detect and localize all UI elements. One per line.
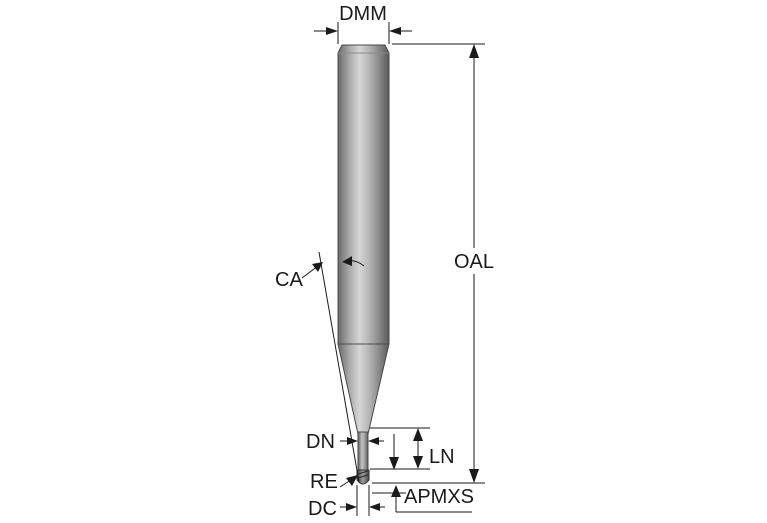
- tool-neck: [357, 431, 369, 471]
- re-label: RE: [310, 471, 338, 493]
- tool-shank: [337, 44, 390, 345]
- apmxs-dimension: APMXS: [372, 485, 474, 513]
- ca-label: CA: [275, 269, 303, 291]
- flute-length-arrow: [389, 434, 399, 470]
- dmm-label: DMM: [339, 3, 387, 25]
- oal-label: OAL: [454, 251, 494, 273]
- dn-dimension: DN: [306, 431, 384, 453]
- apmxs-label: APMXS: [404, 486, 474, 508]
- ca-dimension: CA: [275, 251, 365, 483]
- ln-dimension: LN: [370, 427, 455, 470]
- dc-dimension: DC: [308, 485, 385, 520]
- dn-label: DN: [306, 431, 335, 453]
- dmm-dimension: DMM: [314, 3, 412, 44]
- tool-flute-helix: [357, 470, 369, 479]
- ca-taper-line: [318, 251, 360, 483]
- oal-dimension: OAL: [372, 43, 494, 484]
- dc-label: DC: [308, 498, 337, 520]
- re-dimension: RE: [310, 471, 358, 493]
- ln-label: LN: [429, 446, 455, 468]
- end-mill-tool: [337, 44, 390, 485]
- tool-taper: [337, 343, 390, 435]
